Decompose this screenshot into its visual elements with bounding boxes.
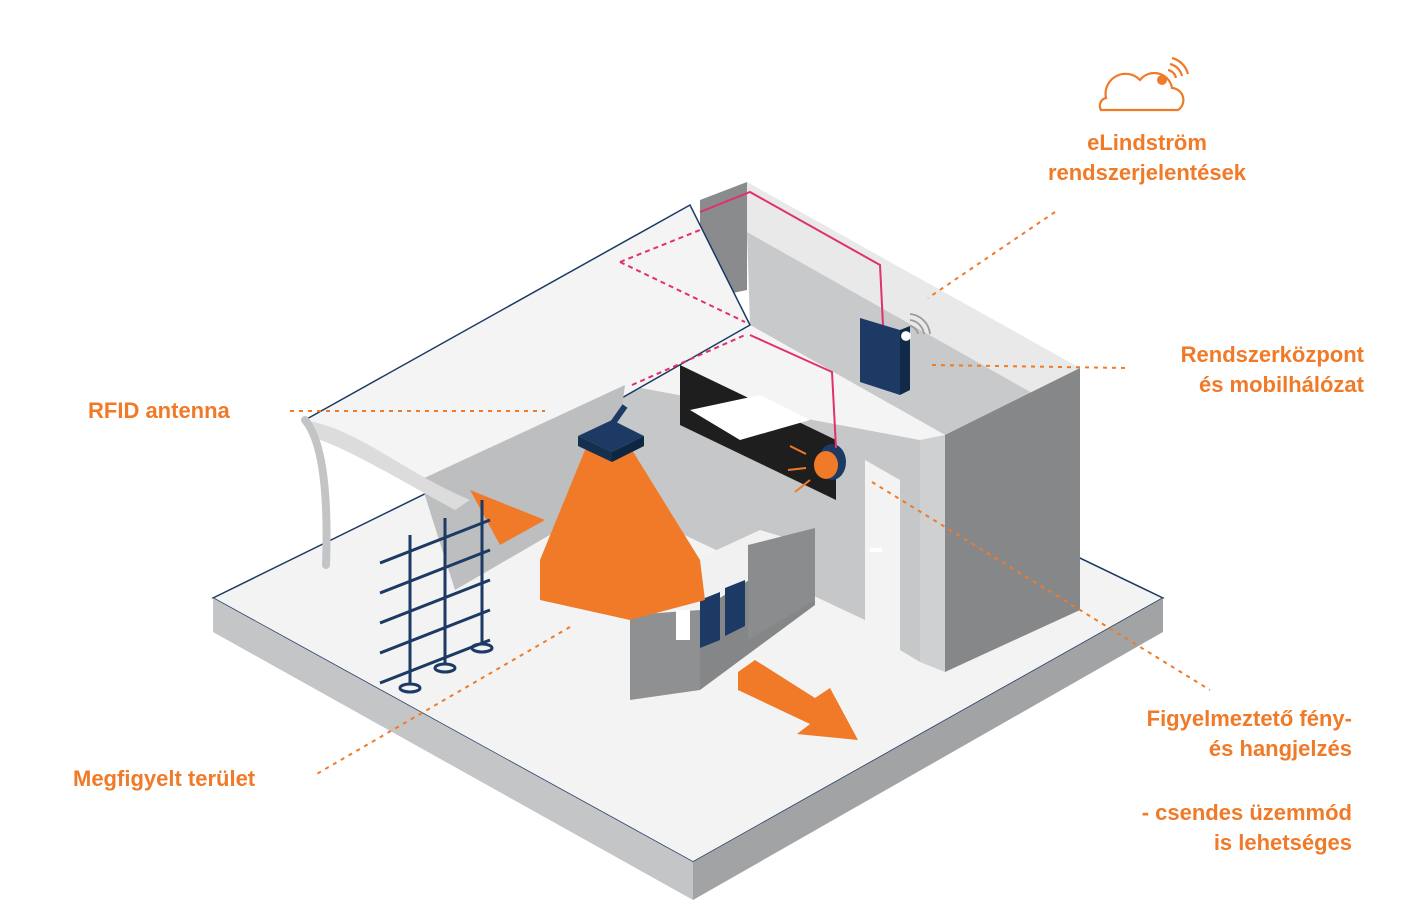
monitored-area-text: Megfigyelt terület [73,766,256,791]
fence [379,500,494,694]
monitored-zone [470,450,705,620]
label-warning: Figyelmeztető fény- és hangjelzés [1060,704,1352,764]
rfid-antenna-text: RFID antenna [88,398,230,423]
label-monitored-area: Megfigyelt terület [73,764,255,794]
wifi-signal-icon [901,313,931,341]
system-center-line-2: és mobilhálózat [1198,372,1364,397]
silent-mode-line-2: is lehetséges [1213,830,1352,855]
label-system-center: Rendszerközpont és mobilhálózat [1100,340,1364,400]
leader-lines [290,211,1211,776]
cloud-icon [1098,56,1190,112]
warning-line-1: Figyelmeztető fény- [1146,706,1352,731]
cloud-reports-line-2: rendszerjelentések [1047,160,1247,185]
label-cloud-reports: eLindström rendszerjelentések [1016,128,1278,188]
warning-line-2: és hangjelzés [1208,736,1352,761]
warning-light [787,444,846,493]
system-center-box [860,318,910,395]
cloud-reports-line-1: eLindström [1087,130,1207,155]
system-center-line-1: Rendszerközpont [1180,342,1364,367]
cabling [619,190,884,449]
rfid-antenna-device [578,404,644,462]
overhang [301,416,470,569]
arrow-icon [738,660,858,740]
label-silent-mode: - csendes üzemmód is lehetséges [1060,798,1352,858]
silent-mode-line-1: - csendes üzemmód [1141,800,1352,825]
label-rfid-antenna: RFID antenna [88,396,230,426]
